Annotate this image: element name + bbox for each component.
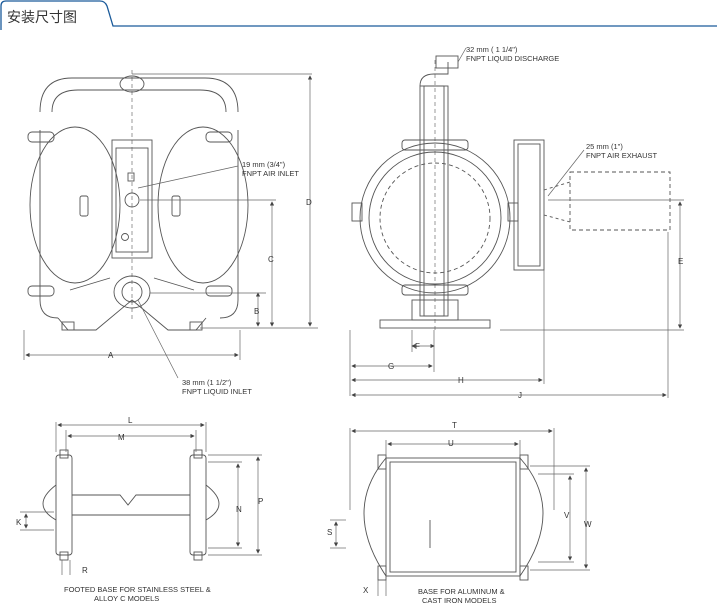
dim-J: J bbox=[518, 391, 522, 400]
tab-outline bbox=[0, 0, 717, 30]
aluminum-base-caption-1: BASE FOR ALUMINUM & bbox=[418, 587, 505, 596]
air-inlet-size: 19 mm (3/4") bbox=[242, 160, 286, 169]
liquid-discharge-label: FNPT LIQUID DISCHARGE bbox=[466, 54, 559, 63]
page-title: 安装尺寸图 bbox=[7, 10, 77, 26]
dim-G: G bbox=[388, 362, 394, 371]
liquid-inlet-size: 38 mm (1 1/2") bbox=[182, 378, 232, 387]
dim-X: X bbox=[363, 586, 369, 595]
dim-C: C bbox=[268, 255, 274, 264]
dim-R: R bbox=[82, 566, 88, 575]
dim-E: E bbox=[678, 257, 683, 266]
dim-M: M bbox=[118, 433, 125, 442]
footed-base-caption-2: ALLOY C MODELS bbox=[94, 594, 159, 603]
dim-L: L bbox=[128, 416, 133, 425]
dim-T: T bbox=[452, 421, 457, 430]
dim-U: U bbox=[448, 439, 454, 448]
air-inlet-label: FNPT AIR INLET bbox=[242, 169, 299, 178]
dim-H: H bbox=[458, 376, 464, 385]
side-dimensions bbox=[349, 47, 684, 398]
dim-K: K bbox=[16, 518, 22, 527]
dim-V: V bbox=[564, 511, 570, 520]
footed-base-dimensions bbox=[20, 422, 262, 575]
section-tab: 安装尺寸图 bbox=[0, 0, 718, 32]
dim-P: P bbox=[258, 497, 263, 506]
dim-D: D bbox=[306, 198, 312, 207]
air-exhaust-size: 25 mm (1") bbox=[586, 142, 623, 151]
aluminum-base-caption-2: CAST IRON MODELS bbox=[422, 596, 496, 605]
dim-S: S bbox=[327, 528, 332, 537]
dim-W: W bbox=[584, 520, 592, 529]
aluminum-base-view bbox=[363, 454, 544, 581]
footed-base-caption-1: FOOTED BASE FOR STAINLESS STEEL & bbox=[64, 585, 211, 594]
liquid-inlet-label: FNPT LIQUID INLET bbox=[182, 387, 252, 396]
air-exhaust-label: FNPT AIR EXHAUST bbox=[586, 151, 658, 160]
dim-F: F bbox=[415, 342, 420, 351]
dim-A: A bbox=[108, 351, 114, 360]
side-view bbox=[351, 55, 671, 330]
aluminum-base-dimensions bbox=[330, 428, 590, 596]
dim-N: N bbox=[236, 505, 242, 514]
footed-base-view bbox=[42, 449, 220, 561]
front-dimensions bbox=[23, 73, 318, 379]
dim-B: B bbox=[254, 307, 259, 316]
liquid-discharge-size: 32 mm ( 1 1/4") bbox=[466, 45, 518, 54]
